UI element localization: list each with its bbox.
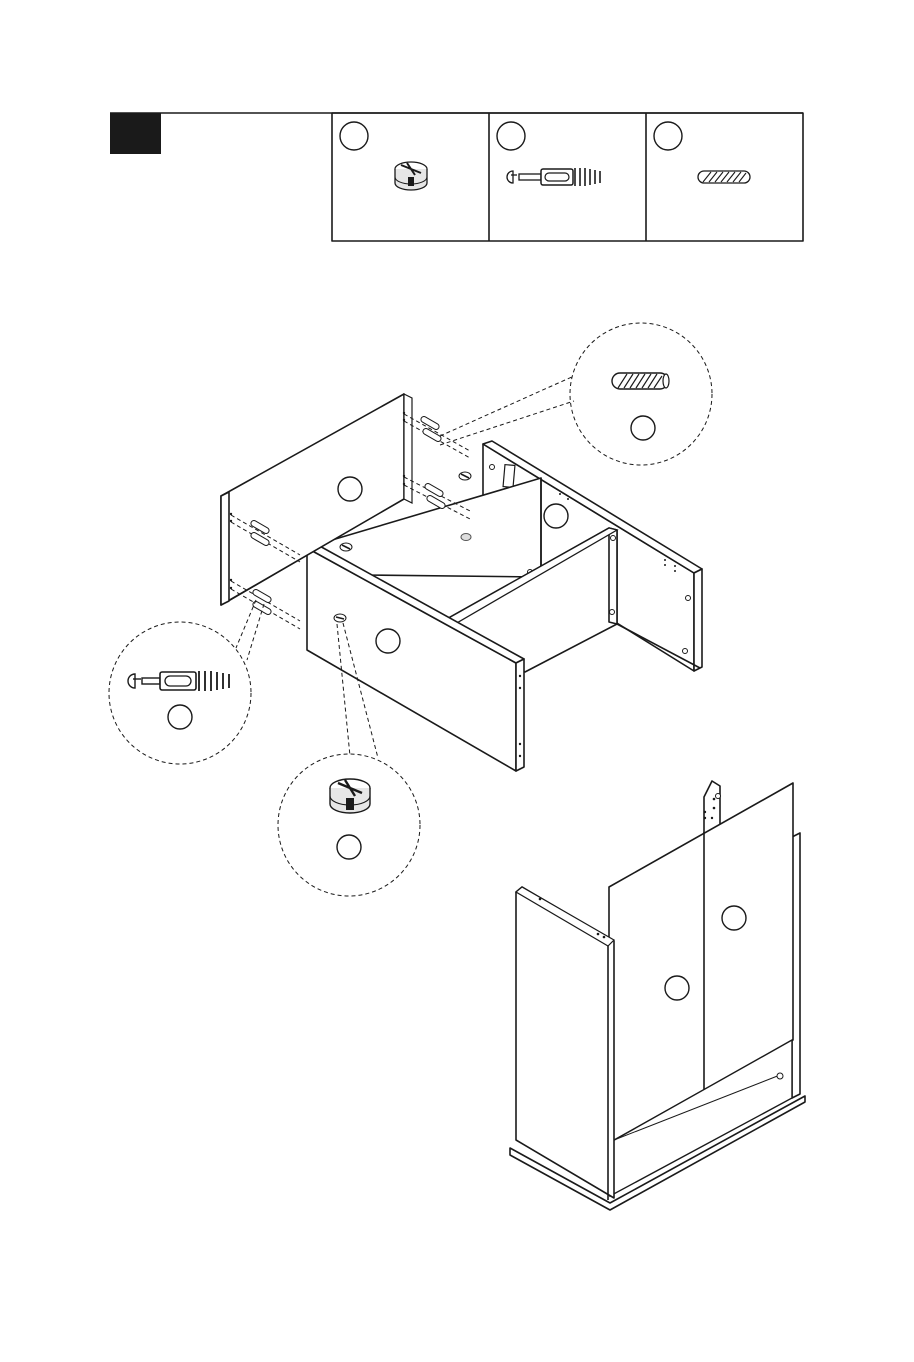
front-panel [307,544,524,771]
hardware-cell-dowel [654,122,750,183]
cam-lock-icon [330,779,370,813]
cam-lock-icon [459,472,471,480]
panel-label-front [376,629,400,653]
hardware-badge [340,122,368,150]
detail-callout-cam-bolt [109,600,264,764]
cam-bolt-icon [128,671,229,691]
hardware-cell-cam-bolt [497,122,600,186]
hardware-cell-cam-lock [340,122,427,190]
panel-label-back [544,504,568,528]
hardware-table [110,113,803,241]
panel-label-left [338,477,362,501]
exploded-assembly [221,394,702,771]
dowel-icon [612,373,669,389]
dowel-icon [698,171,750,183]
step-number-box [110,113,161,154]
cam-lock-icon [395,162,427,190]
cam-lock-icon [340,543,352,551]
detail-callout-dowel [440,323,712,465]
cam-lock-icon [461,534,471,541]
cam-bolt-icon [507,168,600,186]
completed-subassembly [510,781,805,1210]
hardware-badge [497,122,525,150]
hardware-badge [654,122,682,150]
